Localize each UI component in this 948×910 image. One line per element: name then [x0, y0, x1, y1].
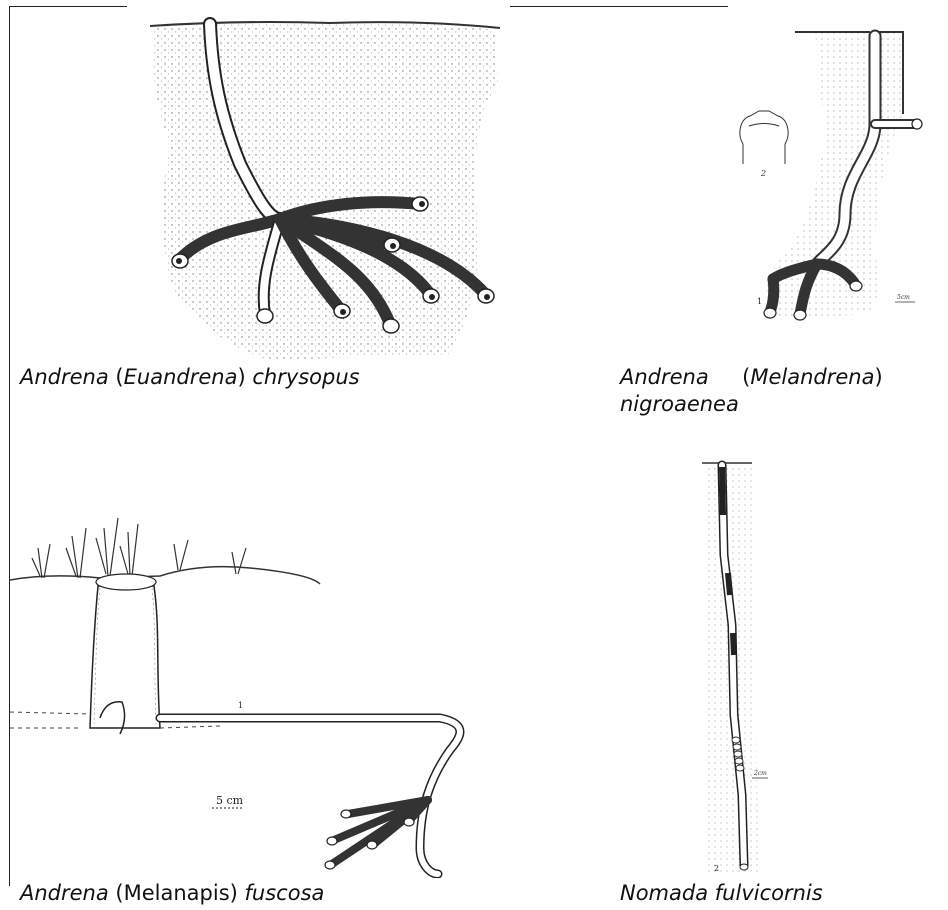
- figure-nest-nomada-fulvicornis: 2cm 2: [690, 455, 800, 880]
- scale-label: 2cm: [753, 770, 767, 777]
- figure-caption: Andrena (Melanapis) fuscosa: [20, 880, 324, 907]
- genus-name: Andrena: [20, 881, 109, 905]
- figure-nest-euandrena-chrysopus: [150, 14, 510, 366]
- scale-label: 5 cm: [216, 794, 244, 807]
- nest-drawing: 1 5 cm: [10, 488, 490, 878]
- subgenus-name: Euandrena: [124, 365, 238, 389]
- species-name: chrysopus: [252, 365, 359, 389]
- figure-nest-melandrena-nigroaenea: 2 1 5cm: [725, 14, 935, 334]
- subgenus-name: Melanapis: [124, 881, 230, 905]
- species-name: nigroaenea: [620, 392, 739, 416]
- genus-name: Andrena: [620, 365, 709, 389]
- species-name: fulvicornis: [715, 881, 823, 905]
- figure-label-1: 1: [757, 297, 762, 306]
- nest-drawing: 2cm 2: [690, 455, 800, 880]
- nest-drawing: 2 1 5cm: [725, 14, 935, 334]
- scale-label: 5cm: [897, 294, 910, 301]
- figure-caption: Nomada fulvicornis: [620, 880, 823, 907]
- subgenus-name: Melandrena: [750, 365, 874, 389]
- figure-nest-melanapis-fuscosa: 1 5 cm: [10, 488, 490, 878]
- figure-label-2: 2: [714, 864, 719, 873]
- top-border-rule: [9, 6, 127, 7]
- genus-name: Andrena: [20, 365, 109, 389]
- top-border-rule: [510, 6, 728, 7]
- figure-caption: Andrena (Melandrena) nigroaenea: [620, 364, 945, 418]
- species-name: fuscosa: [245, 881, 325, 905]
- figure-label-1: 1: [238, 701, 243, 710]
- nest-drawing: [150, 14, 510, 366]
- figure-caption: Andrena (Euandrena) chrysopus: [20, 364, 360, 391]
- figure-label-2: 2: [760, 169, 766, 178]
- genus-name: Nomada: [620, 881, 708, 905]
